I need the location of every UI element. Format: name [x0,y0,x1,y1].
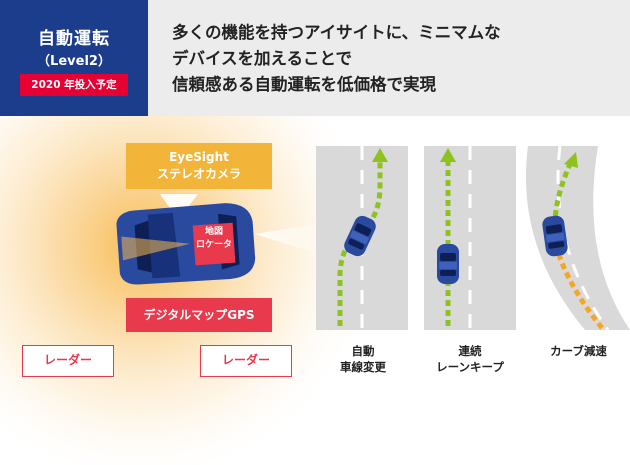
road-lane-keep [424,146,516,330]
map-locator-line: ロケータ [195,240,232,250]
caption-lane-change: 自動 車線変更 [318,343,408,375]
eyesight-label-line: ステレオカメラ [156,167,241,181]
header-band: 自動運転 （Level2） 2020 年投入予定 多くの機能を持つアイサイトに、… [0,0,630,116]
road-curve [525,145,630,331]
map-locator-line: 地図 [204,227,223,237]
eyesight-stereo-camera-label: EyeSight ステレオカメラ [126,143,272,189]
caption-line: レーンキープ [436,360,504,374]
headline: 多くの機能を持つアイサイトに、ミニマムな デバイスを加えることで 信頼感ある自動… [172,20,612,98]
diagram-stage: EyeSight ステレオカメラ 地図 ロケータ デジタルマップGPS レーダー… [0,116,630,465]
eyesight-label-line: EyeSight [169,150,229,164]
headline-line: 信頼感ある自動運転を低価格で実現 [172,75,436,94]
road-lane-change [316,146,408,330]
radar-right-label: レーダー [200,345,292,377]
badge-date: 2020 年投入予定 [20,74,128,96]
caption-line: 自動 [351,344,375,358]
caption-line: 連続 [458,344,482,358]
digital-map-gps-label: デジタルマップGPS [126,298,272,332]
map-locator-box [192,222,236,266]
level-badge: 自動運転 （Level2） 2020 年投入予定 [0,0,148,116]
headline-line: デバイスを加えることで [172,49,353,68]
caption-lane-keep: 連続 レーンキープ [420,343,520,375]
caption-line: 車線変更 [340,360,386,374]
front-sensor-beam [255,222,330,258]
radar-left-label: レーダー [22,345,114,377]
caption-line: カーブ減速 [550,344,607,358]
main-car [116,203,256,285]
diagram-graphics [0,116,630,465]
badge-title: 自動運転 [38,29,110,49]
map-locator-label: 地図 ロケータ [192,226,236,252]
sensor-glow [0,116,630,465]
headline-line: 多くの機能を持つアイサイトに、ミニマムな [172,23,501,42]
caption-curve-deceleration: カーブ減速 [527,343,630,359]
badge-level: （Level2） [37,54,111,69]
